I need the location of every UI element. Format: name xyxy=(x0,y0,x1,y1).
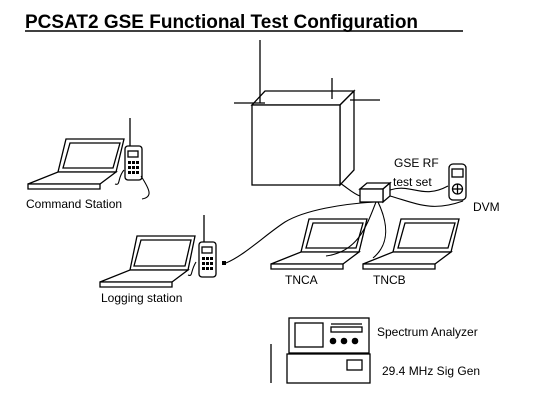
command-station-laptop xyxy=(27,138,125,190)
cable-gse-to-tnca xyxy=(325,201,377,257)
cable-gse-to-dvm xyxy=(389,185,449,193)
tnca-laptop xyxy=(270,218,368,270)
dvm-meter xyxy=(448,163,467,201)
command-station-radio xyxy=(124,118,143,181)
tncb-laptop xyxy=(362,218,460,270)
cable-gse-to-logging xyxy=(225,201,375,264)
cable-radio-to-laptop-cmd xyxy=(114,169,125,185)
logging-station-laptop xyxy=(99,235,196,288)
cable-cube-to-gse xyxy=(339,182,361,197)
gse-rf-test-set xyxy=(358,181,392,204)
cable-radio-to-laptop-log xyxy=(187,261,197,276)
cables xyxy=(114,169,464,276)
tncb-label: TNCB xyxy=(373,273,406,287)
radio-connector xyxy=(222,261,226,265)
logging-station-label: Logging station xyxy=(101,291,182,305)
spectrum-analyzer-label: Spectrum Analyzer xyxy=(377,325,478,339)
spectrum-analyzer xyxy=(288,317,370,354)
command-station-label: Command Station xyxy=(26,197,122,211)
cable-gse-to-dvm-lower xyxy=(389,195,464,207)
satellite-cube xyxy=(234,40,380,187)
tnca-label: TNCA xyxy=(285,273,318,287)
dvm-label: DVM xyxy=(473,200,500,214)
diagram-title: PCSAT2 GSE Functional Test Configuration xyxy=(25,12,418,33)
logging-station-radio xyxy=(198,215,217,278)
cable-gse-to-tncb xyxy=(372,201,387,259)
gse-rf-label-line1: GSE RF xyxy=(394,156,439,170)
gse-rf-label-line2: test set xyxy=(393,175,432,189)
signal-generator xyxy=(270,344,371,384)
sig-gen-label: 29.4 MHz Sig Gen xyxy=(382,364,480,378)
cable-cmd-radio-tail xyxy=(140,175,150,200)
